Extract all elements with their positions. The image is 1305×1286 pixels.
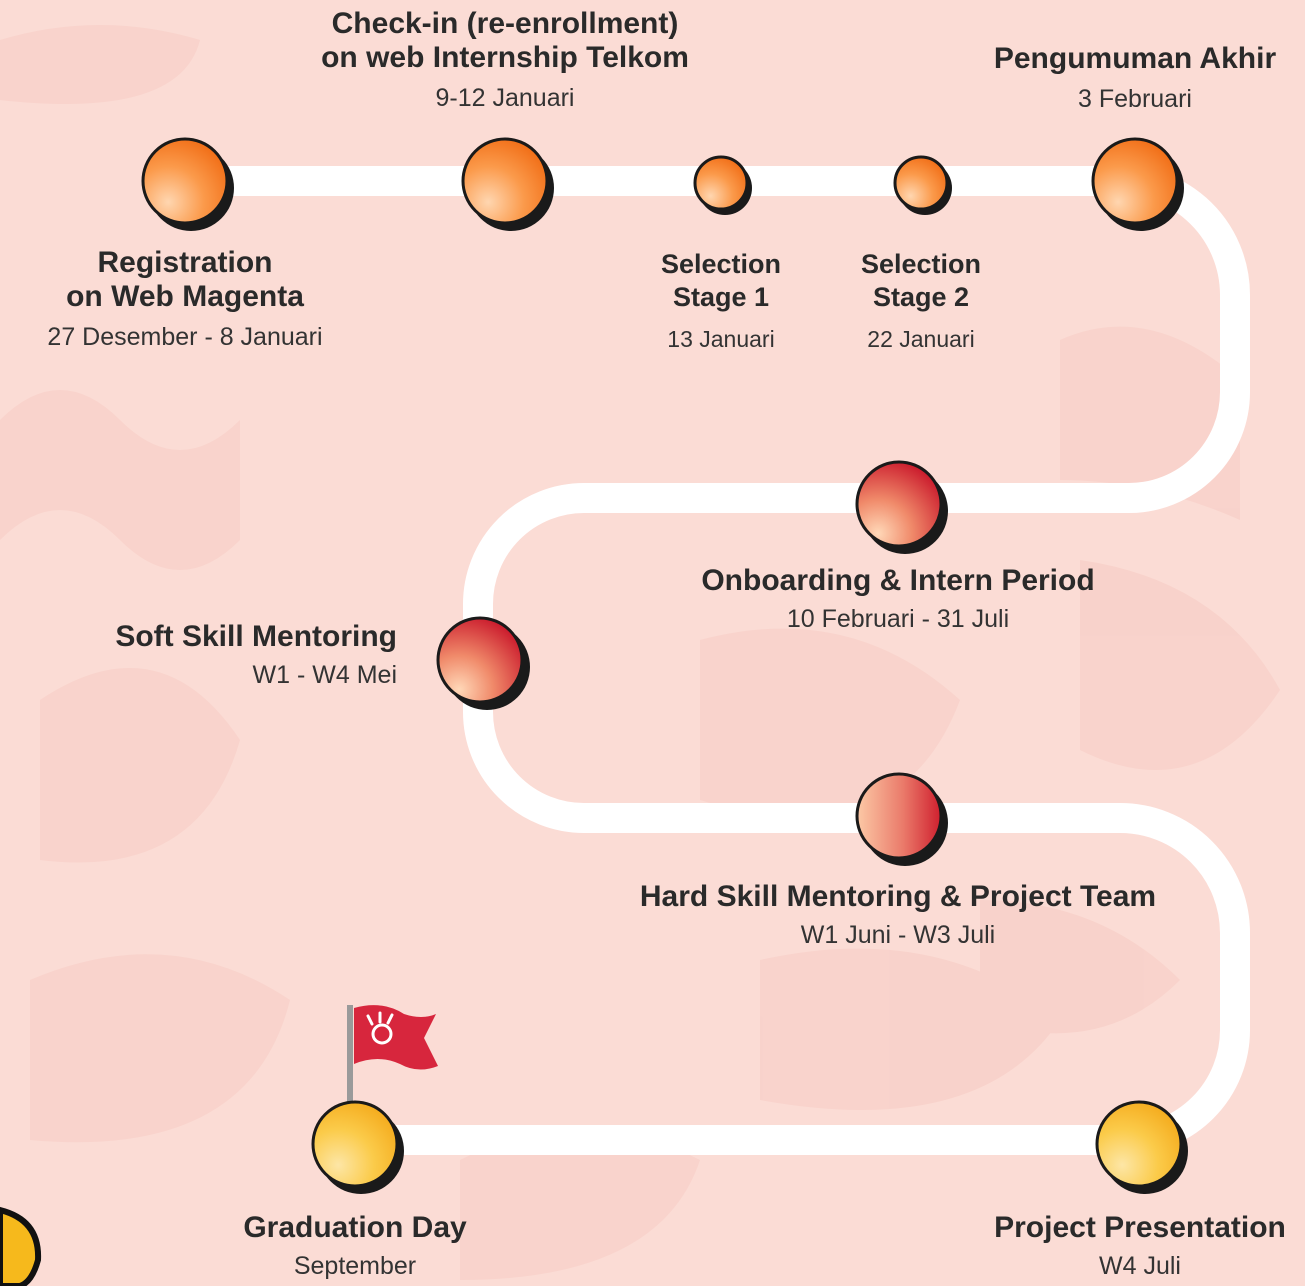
background-pattern	[0, 25, 1280, 1280]
milestone-registration: Registration on Web Magenta 27 Desember …	[0, 246, 370, 352]
node-graduation	[311, 1100, 404, 1194]
milestone-selection-1: Selection Stage 1 13 Januari	[631, 248, 811, 354]
milestone-softskill: Soft Skill Mentoring W1 - W4 Mei	[40, 620, 397, 690]
node-softskill	[436, 616, 530, 710]
timeline-path	[185, 165, 1251, 1155]
milestone-title: Onboarding & Intern Period	[701, 564, 1095, 597]
node-presentation	[1095, 1100, 1188, 1194]
milestone-title: on Web Magenta	[66, 280, 304, 313]
milestone-date: W4 Juli	[1099, 1252, 1181, 1280]
milestone-title: Check-in (re-enrollment)	[331, 7, 679, 40]
milestone-title: Registration	[97, 246, 273, 279]
milestone-title: Hard Skill Mentoring & Project Team	[639, 880, 1157, 913]
milestone-presentation: Project Presentation W4 Juli	[965, 1211, 1305, 1281]
milestone-title: Graduation Day	[243, 1211, 467, 1244]
milestone-title: Stage 2	[872, 282, 970, 312]
node-selection-2	[893, 155, 952, 215]
milestone-title: Selection	[860, 249, 982, 279]
milestone-date: W1 Juni - W3 Juli	[800, 921, 996, 949]
milestone-checkin: Check-in (re-enrollment) on web Internsh…	[255, 7, 755, 113]
milestone-date: 9-12 Januari	[435, 84, 575, 112]
milestone-date: September	[293, 1252, 417, 1280]
milestone-title: Soft Skill Mentoring	[115, 620, 397, 653]
milestone-selection-2: Selection Stage 2 22 Januari	[831, 248, 1011, 354]
milestone-title: Selection	[660, 249, 782, 279]
node-selection-1	[693, 155, 752, 215]
milestone-title: Project Presentation	[994, 1211, 1286, 1244]
node-pengumuman	[1091, 137, 1184, 231]
flag-icon	[347, 1005, 438, 1105]
milestone-title: Pengumuman Akhir	[993, 42, 1277, 75]
corner-decoration	[0, 1206, 42, 1286]
node-onboarding	[855, 460, 948, 554]
node-hardskill	[855, 772, 948, 866]
milestone-graduation: Graduation Day September	[180, 1211, 530, 1281]
node-checkin	[461, 137, 554, 231]
milestone-date: 10 Februari - 31 Juli	[786, 605, 1010, 633]
milestone-date: 27 Desember - 8 Januari	[47, 323, 323, 351]
milestone-date: W1 - W4 Mei	[252, 661, 397, 689]
milestone-title: Stage 1	[672, 282, 770, 312]
milestone-date: 13 Januari	[667, 326, 775, 352]
milestone-pengumuman: Pengumuman Akhir 3 Februari	[965, 42, 1305, 114]
milestone-date: 3 Februari	[1078, 85, 1192, 113]
milestone-title: on web Internship Telkom	[321, 41, 689, 74]
node-registration	[141, 137, 234, 231]
milestone-date: 22 Januari	[867, 326, 975, 352]
milestone-onboarding: Onboarding & Intern Period 10 Februari -…	[630, 564, 1166, 634]
milestone-hardskill: Hard Skill Mentoring & Project Team W1 J…	[590, 880, 1206, 950]
